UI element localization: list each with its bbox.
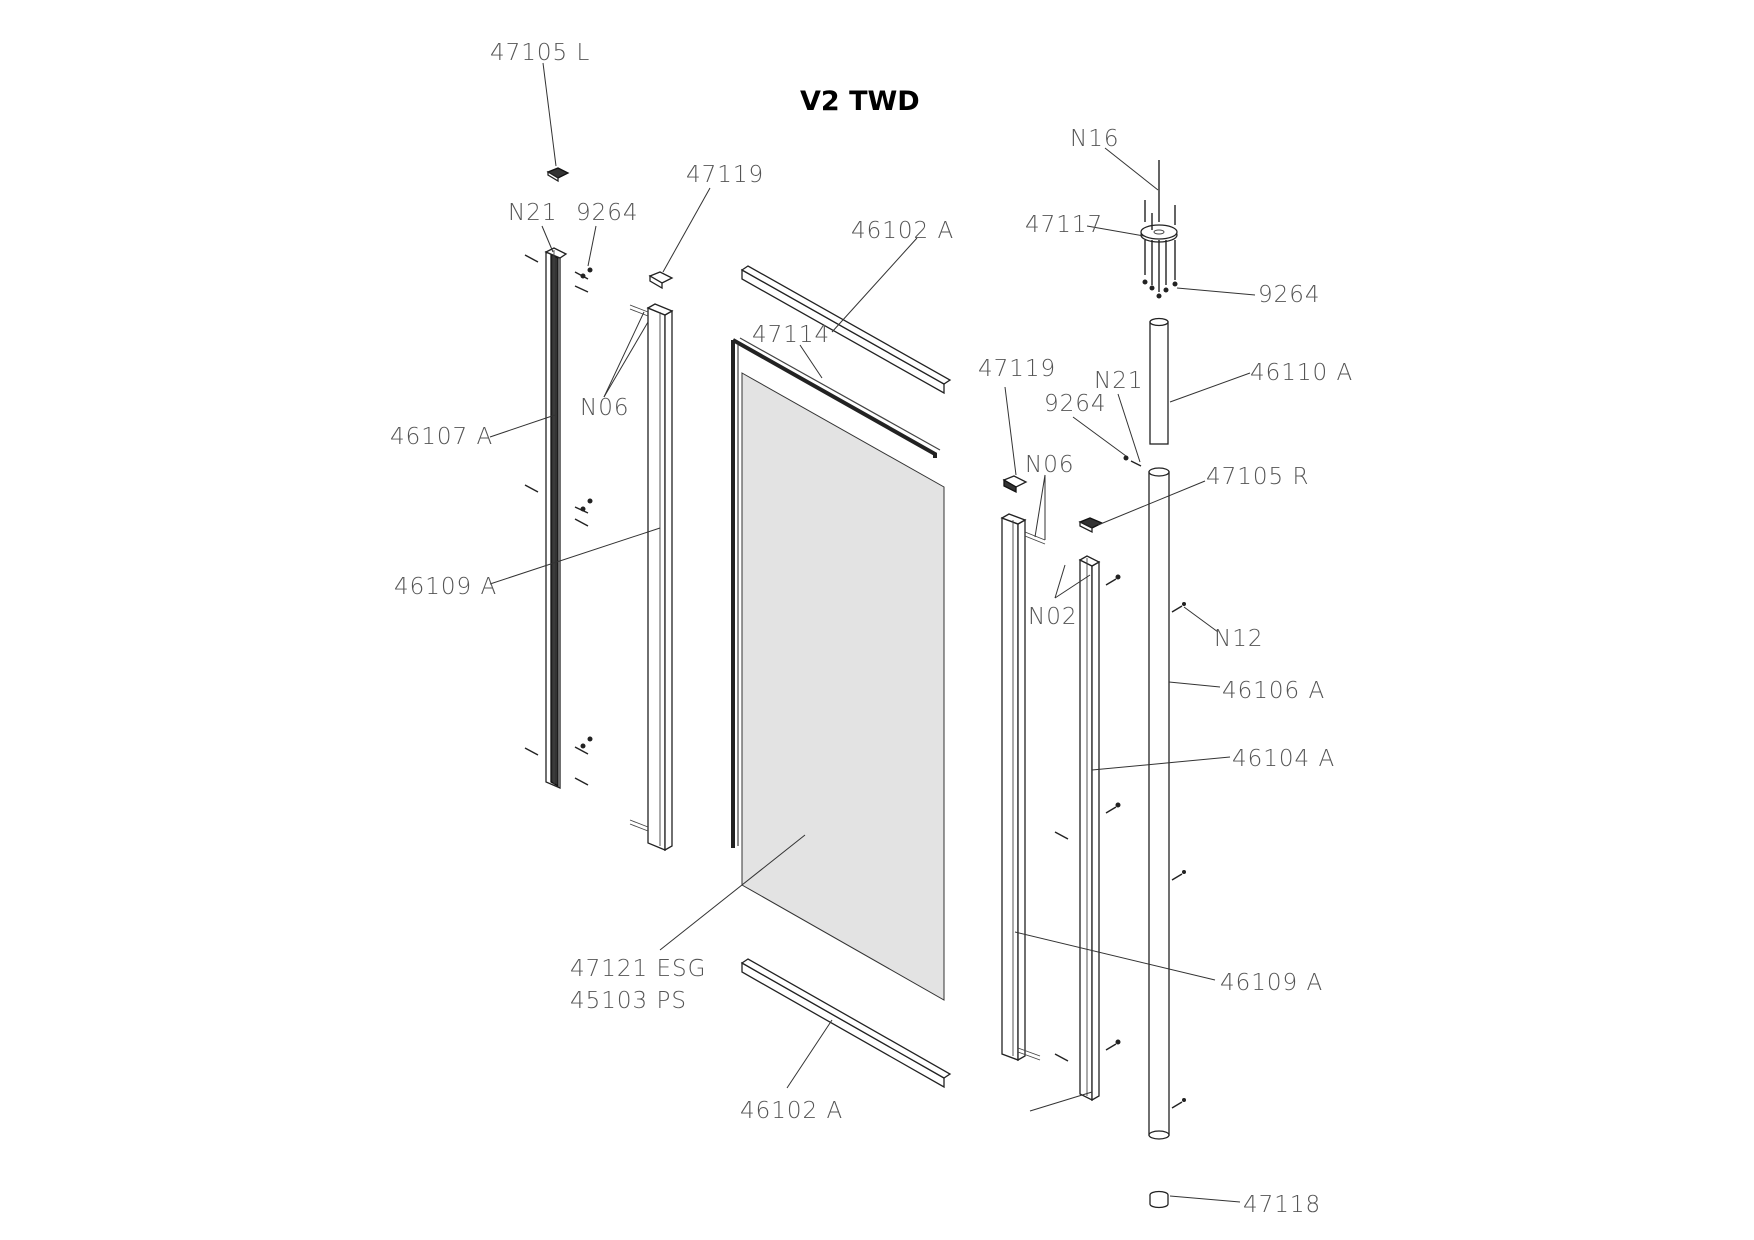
callout-9264-left: 9264	[576, 200, 639, 226]
part-47119-right-clip	[1002, 475, 1028, 494]
callout-47118: 47118	[1243, 1192, 1321, 1218]
part-47119-left-clip	[648, 271, 674, 290]
part-46102a-bottom-rail	[740, 958, 952, 1089]
leader-lines	[489, 62, 1256, 1203]
callout-n02: N02	[1028, 604, 1077, 630]
part-47105r-end-cap	[1078, 517, 1104, 534]
callout-n06-left: N06	[580, 395, 629, 421]
callout-n16: N16	[1070, 126, 1119, 152]
callout-46102a-top: 46102 A	[851, 218, 954, 244]
diagram-title: V2 TWD	[800, 86, 920, 117]
part-47121esg-glass-panel	[741, 372, 945, 1001]
callout-47105l: 47105 L	[490, 40, 590, 66]
part-n12-screws	[1171, 602, 1186, 1109]
part-47114-gasket-frame	[731, 337, 941, 848]
callout-n12: N12	[1214, 626, 1263, 652]
part-46109a-right-profile	[1000, 513, 1046, 1062]
callout-46106a: 46106 A	[1222, 678, 1325, 704]
callout-46102a-bottom: 46102 A	[740, 1098, 843, 1124]
part-46106a-long-tube	[1148, 467, 1170, 1140]
callout-46104a: 46104 A	[1232, 746, 1335, 772]
part-47118-foot-cap	[1149, 1190, 1169, 1209]
callout-n06-right: N06	[1025, 452, 1074, 478]
callout-47121esg: 47121 ESG	[570, 956, 706, 982]
callout-47119-left: 47119	[686, 162, 764, 188]
part-9264-top-nuts	[1142, 279, 1178, 299]
part-46104a-profile	[1054, 555, 1121, 1102]
callout-46109a-right: 46109 A	[1220, 970, 1323, 996]
part-n21-9264-left-fasteners	[524, 254, 593, 786]
callout-46107a: 46107 A	[390, 424, 493, 450]
callout-46109a-left: 46109 A	[394, 574, 497, 600]
callout-n21-left: N21	[508, 200, 557, 226]
part-n16-threaded-rods	[1144, 160, 1176, 292]
callout-46110a: 46110 A	[1250, 360, 1353, 386]
callout-45103ps: 45103 PS	[570, 988, 687, 1014]
part-n21-9264-right-fasteners	[1123, 455, 1142, 467]
callout-9264-top: 9264	[1258, 282, 1321, 308]
part-46110a-tube	[1149, 317, 1169, 445]
callout-n21-right: N21	[1094, 368, 1143, 394]
part-46102a-top-rail	[740, 265, 952, 395]
callout-47114: 47114	[752, 322, 830, 348]
callout-9264-mid: 9264	[1044, 391, 1107, 417]
part-47105l-end-cap	[546, 167, 570, 183]
part-46107a-wall-profile	[544, 247, 568, 789]
part-46109a-left-profile	[629, 303, 674, 852]
callout-47117: 47117	[1025, 212, 1103, 238]
callout-labels: 47105 L N21 9264 47119 46102 A 47114 N06…	[390, 40, 1353, 1218]
callout-47119-right: 47119	[978, 356, 1056, 382]
part-47117-ceiling-flange	[1140, 224, 1178, 243]
callout-47105r: 47105 R	[1206, 464, 1309, 490]
